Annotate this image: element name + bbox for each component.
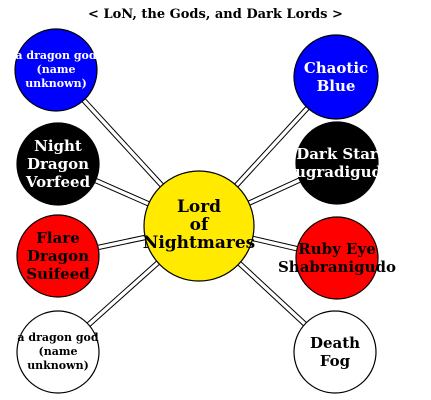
connector-ml2-a — [96, 238, 148, 251]
node-label-bl: a dragon god (name unknown) — [17, 331, 99, 372]
connector-tl-a — [80, 99, 162, 189]
node-label-ml1: Night Dragon Vorfeed — [25, 137, 91, 191]
connector-br-a — [239, 260, 309, 325]
node-label-br: Death Fog — [309, 334, 361, 370]
connector-mr1-a — [246, 176, 301, 203]
node-circle-mr1 — [295, 121, 379, 205]
connector-tl-b — [83, 96, 166, 186]
node-circle-br — [293, 310, 377, 394]
node-circle-lord-of-nightmares — [143, 170, 255, 282]
connector-ml2-b — [95, 234, 147, 247]
node-circle-mr2 — [295, 216, 379, 300]
connector-tr-b — [236, 107, 311, 189]
node-circle-ml2 — [16, 214, 100, 298]
connectors — [80, 96, 311, 329]
node-label-tl: a dragon god (name unknown) — [15, 49, 97, 90]
connector-br-b — [236, 263, 306, 328]
node-label-tr: Chaotic Blue — [303, 59, 369, 95]
connector-mr2-b — [249, 239, 299, 252]
node-label-mr1: Dark Star Dugradigudo — [281, 145, 393, 181]
connector-ml1-a — [92, 181, 150, 208]
diagram-title: < LoN, the Gods, and Dark Lords > — [88, 7, 343, 22]
node-circle-ml1 — [16, 122, 100, 206]
connector-bl-b — [85, 259, 159, 325]
connector-bl-a — [88, 262, 162, 329]
node-label-lord-of-nightmares: Lord of Nightmares — [142, 197, 256, 253]
node-label-mr2: Ruby Eye Shabranigudo — [277, 240, 397, 276]
connector-mr1-b — [247, 180, 303, 207]
node-circle-tr — [293, 34, 379, 120]
node-circle-tl — [14, 28, 98, 112]
circles — [14, 28, 379, 394]
connector-mr2-a — [250, 235, 300, 248]
connector-ml1-b — [94, 177, 152, 204]
connector-tr-a — [232, 104, 308, 186]
node-circle-bl — [16, 310, 100, 394]
node-label-ml2: Flare Dragon Suifeed — [26, 229, 90, 283]
